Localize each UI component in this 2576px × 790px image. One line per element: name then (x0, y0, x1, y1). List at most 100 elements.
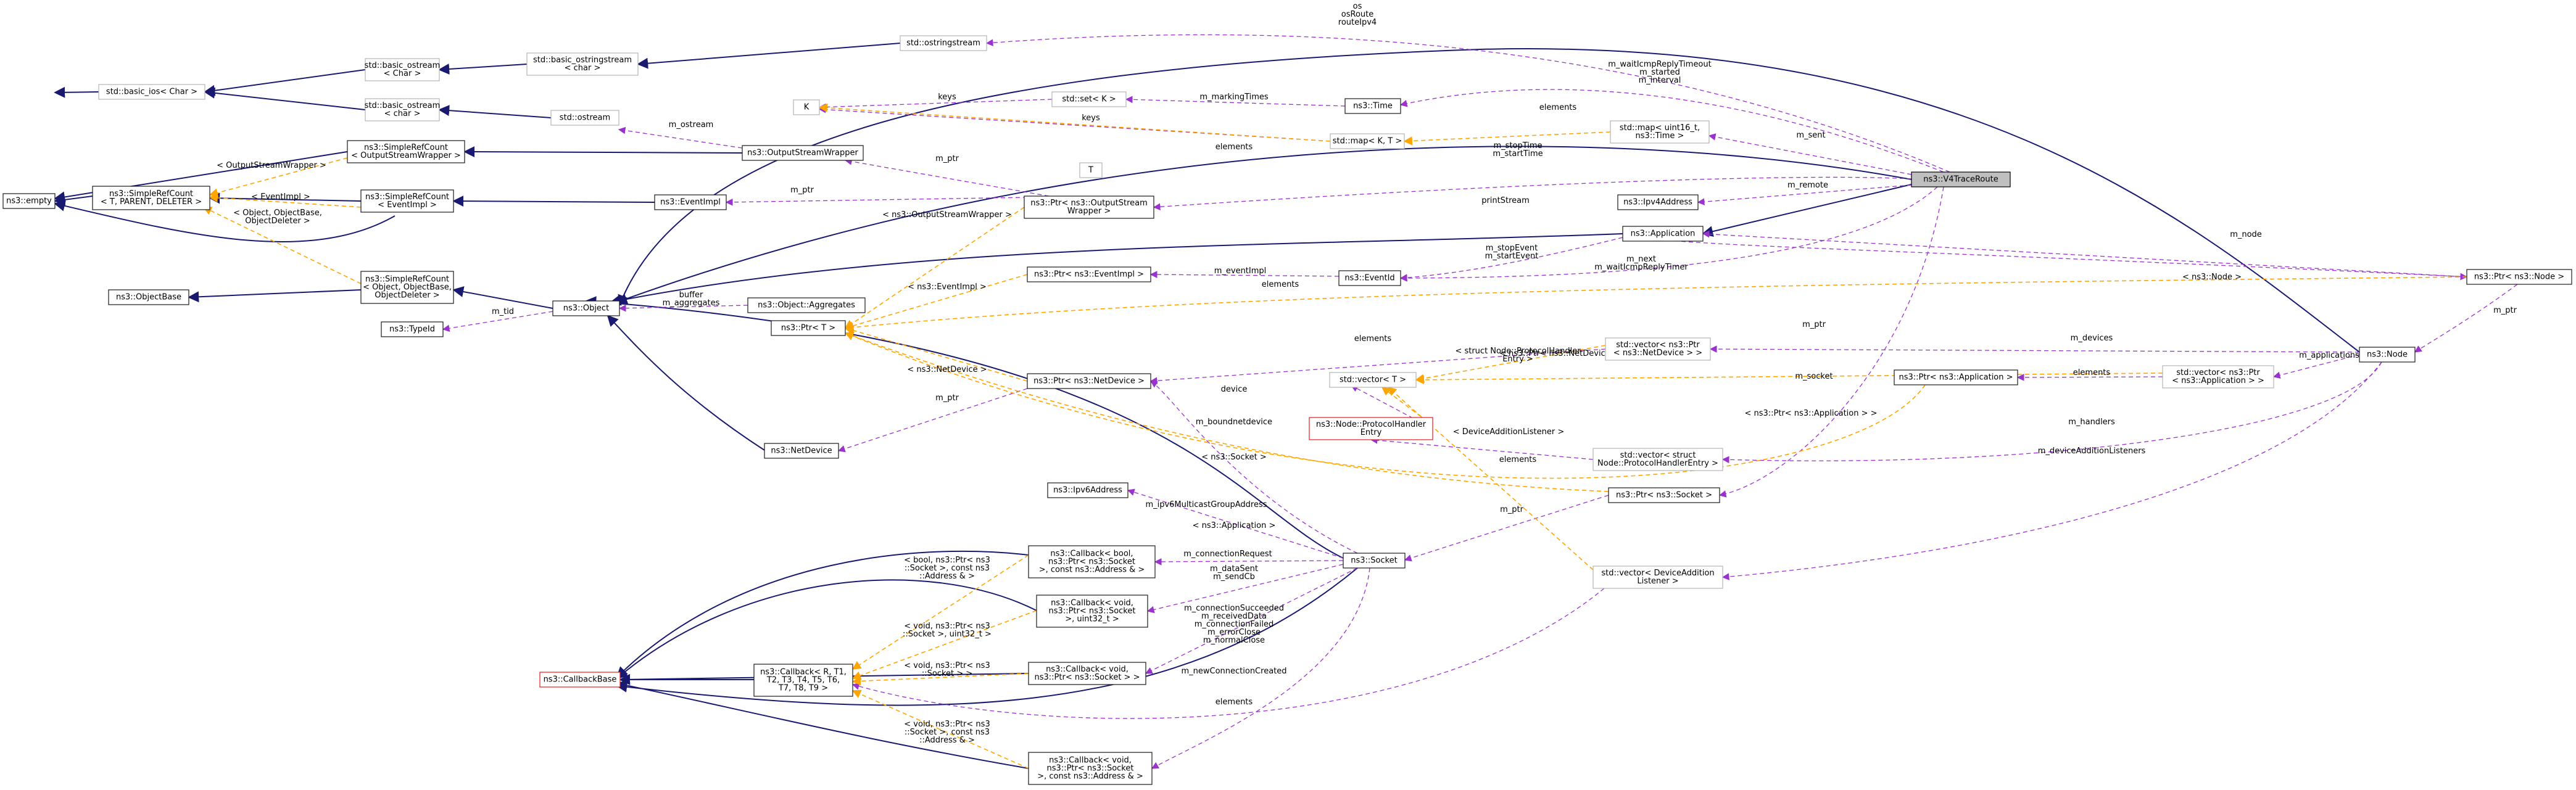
edge-label-cb-tpl3: < void, ns3::Ptr< ns3::Socket > > (904, 661, 990, 678)
class-node-aggregates[interactable]: ns3::Object::Aggregates (747, 297, 866, 313)
class-node-label: ns3::Callback< void, (1051, 599, 1133, 608)
class-node-box (793, 99, 820, 115)
edge-label-line: < ns3::NetDevice > (907, 365, 987, 374)
class-node-box (108, 289, 189, 305)
edge-label-m-ptr-nd: m_ptr (935, 393, 959, 403)
class-node-box (1024, 195, 1154, 219)
inheritance-edge (54, 86, 99, 98)
edge-label-line: m_sendCb (1213, 572, 1255, 582)
class-node-ostringstream[interactable]: std::ostringstream (900, 35, 987, 51)
edge-label-m-node: m_node (2230, 230, 2262, 239)
edge-label-line: < ns3::Application > (1193, 521, 1276, 530)
class-node-box (1027, 266, 1151, 282)
class-node-cb-void-u32[interactable]: ns3::Callback< void,ns3::Ptr< ns3::Socke… (1036, 595, 1148, 628)
class-node-osw[interactable]: ns3::OutputStreamWrapper (742, 145, 864, 161)
class-node-v4trace[interactable]: ns3::V4TraceRoute (1911, 171, 2011, 187)
class-node-callbackbase[interactable]: ns3::CallbackBase (539, 672, 621, 688)
class-node-protocolhandler[interactable]: ns3::Node::ProtocolHandlerEntry (1309, 417, 1433, 440)
class-node-socket[interactable]: ns3::Socket (1343, 553, 1406, 569)
class-node-ptr-socket[interactable]: ns3::Ptr< ns3::Socket > (1608, 487, 1720, 503)
class-node-basic-ostringstream[interactable]: std::basic_ostringstream< char > (526, 52, 639, 76)
class-node-ptr-osw[interactable]: ns3::Ptr< ns3::OutputStreamWrapper > (1024, 195, 1154, 219)
template-instance-edge (844, 331, 1609, 492)
class-node-ptr-ei[interactable]: ns3::Ptr< ns3::EventImpl > (1027, 266, 1151, 282)
class-node-cb-void-addr[interactable]: ns3::Callback< void,ns3::Ptr< ns3::Socke… (1028, 752, 1153, 785)
class-node-vec-t[interactable]: std::vector< T > (1329, 372, 1417, 388)
edge-label-newconn: m_newConnectionCreated (1181, 667, 1286, 676)
edge-label-line: ::Address & > (919, 736, 975, 745)
class-node-vec-ptr-app[interactable]: std::vector< ns3::Ptr< ns3::Application … (2162, 365, 2274, 389)
class-node-basic-ostream1[interactable]: std::basic_ostream< Char > (365, 58, 441, 81)
class-node-box (1338, 270, 1401, 286)
class-node-node[interactable]: ns3::Node (2359, 347, 2416, 363)
class-node-time[interactable]: ns3::Time (1344, 98, 1401, 114)
edge-label-elements-map: elements (1216, 142, 1253, 152)
template-instance-edge (851, 554, 1029, 670)
class-node-netdevice[interactable]: ns3::NetDevice (764, 443, 839, 459)
usage-edge (1721, 361, 2382, 580)
class-node-ostream[interactable]: std::ostream (550, 110, 619, 126)
edge-label-line: Entry > (1502, 355, 1533, 364)
edge-label-line: m_connectionFailed (1195, 620, 1274, 629)
class-node-ptr-t[interactable]: ns3::Ptr< T > (771, 320, 846, 336)
inheritance-edge (438, 105, 552, 118)
class-node-map-u16[interactable]: std::map< uint16_t,ns3::Time > (1610, 120, 1710, 144)
class-node-box (2359, 347, 2416, 363)
class-node-srefcount-osw[interactable]: ns3::SimpleRefCount< OutputStreamWrapper… (347, 140, 465, 163)
class-node-box (1330, 133, 1405, 149)
edge-label-line: buffer (679, 290, 703, 300)
class-node-application[interactable]: ns3::Application (1622, 226, 1704, 242)
class-node-label: ns3::EventId (1344, 274, 1394, 283)
class-node-k[interactable]: K (793, 99, 820, 115)
class-node-basic-ostream2[interactable]: std::basic_ostream< char > (365, 98, 441, 121)
edge-label-m-boundnetdevice: m_boundnetdevice (1196, 418, 1272, 427)
usage-edge (1404, 495, 1609, 562)
class-node-eventid[interactable]: ns3::EventId (1338, 270, 1401, 286)
edge-label-obj-tpl: < Object, ObjectBase,ObjectDeleter > (233, 208, 322, 226)
class-node-eventimpl[interactable]: ns3::EventImpl (654, 194, 727, 210)
class-node-label: < Char > (384, 69, 421, 78)
edge-label-osw-tpl2: < ns3::OutputStreamWrapper > (882, 210, 1012, 220)
class-node-objectbase[interactable]: ns3::ObjectBase (108, 289, 189, 305)
class-node-ipv6address[interactable]: ns3::Ipv6Address (1047, 482, 1129, 498)
edge-label-connsucc: m_connectionSucceededm_receivedDatam_con… (1184, 604, 1284, 645)
edge-label-line: ::Address & > (919, 572, 975, 581)
usage-edge (818, 99, 1053, 111)
edge-label-m-socket: m_socket (1795, 372, 1833, 381)
class-node-box (360, 271, 454, 304)
class-node-label: ns3::Time (1353, 102, 1393, 111)
class-node-t[interactable]: T (1079, 162, 1103, 178)
class-node-srefcount-ei[interactable]: ns3::SimpleRefCount< EventImpl > (360, 189, 454, 213)
class-node-label: < T, PARENT, DELETER > (101, 197, 202, 207)
class-node-ipv4address[interactable]: ns3::Ipv4Address (1617, 194, 1699, 210)
class-node-ptr-node[interactable]: ns3::Ptr< ns3::Node > (2466, 269, 2572, 285)
edge-label-m-applications: m_applications (2299, 351, 2359, 360)
class-node-set-k[interactable]: std::set< K > (1051, 91, 1127, 107)
class-node-label: ns3::Node (2367, 350, 2408, 360)
class-node-vec-ph[interactable]: std::vector< structNode::ProtocolHandler… (1592, 448, 1723, 471)
class-node-map-kt[interactable]: std::map< K, T > (1330, 133, 1405, 149)
edge-label-line: m_sent (1796, 131, 1825, 140)
edge-label-line: m_handlers (2068, 418, 2115, 427)
class-node-cb-void-s[interactable]: ns3::Callback< void,ns3::Ptr< ns3::Socke… (1028, 662, 1146, 685)
class-node-callback-t[interactable]: ns3::Callback< R, T1,T2, T3, T4, T5, T6,… (753, 664, 853, 697)
class-node-label: ns3::Ptr< ns3::Socket (1048, 558, 1135, 567)
class-node-typeid[interactable]: ns3::TypeId (381, 321, 444, 337)
class-node-label: ObjectDeleter > (375, 291, 439, 300)
class-node-object[interactable]: ns3::Object (552, 300, 620, 316)
class-node-ptr-app[interactable]: ns3::Ptr< ns3::Application > (1894, 369, 2018, 385)
class-node-srefcount-obj[interactable]: ns3::SimpleRefCount< Object, ObjectBase,… (360, 271, 454, 304)
edge-label-nd-tpl: < ns3::NetDevice > (907, 365, 987, 374)
class-node-box (2, 193, 56, 209)
class-node-cb-bool[interactable]: ns3::Callback< bool,ns3::Ptr< ns3::Socke… (1028, 545, 1156, 578)
class-node-empty[interactable]: ns3::empty (2, 193, 56, 209)
class-node-vec-ptr-nd[interactable]: std::vector< ns3::Ptr< ns3::NetDevice > … (1605, 337, 1711, 361)
edge-label-line: ::Socket >, const ns3 (905, 564, 990, 573)
class-node-basic-ios[interactable]: std::basic_ios< Char > (98, 84, 205, 100)
class-node-ptr-nd[interactable]: ns3::Ptr< ns3::NetDevice > (1027, 373, 1151, 389)
class-node-vec-dal[interactable]: std::vector< DeviceAdditionListener > (1592, 566, 1723, 589)
inheritance-edge (209, 192, 362, 204)
class-node-label: ns3::Ptr< ns3::NetDevice > (1033, 377, 1145, 386)
class-node-srefcount[interactable]: ns3::SimpleRefCount< T, PARENT, DELETER … (92, 186, 210, 210)
